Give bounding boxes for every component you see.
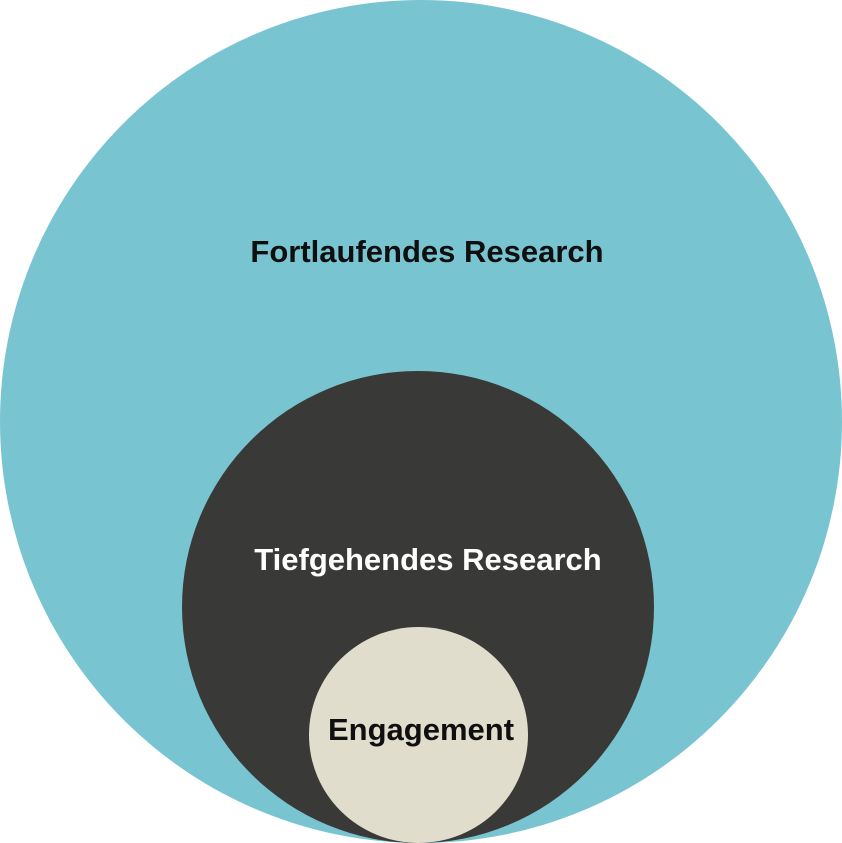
outer-circle-label: Fortlaufendes Research <box>250 234 604 269</box>
inner-circle-label: Engagement <box>327 712 515 747</box>
inner-circle-engagement <box>309 627 528 843</box>
middle-circle-label: Tiefgehendes Research <box>254 542 602 577</box>
